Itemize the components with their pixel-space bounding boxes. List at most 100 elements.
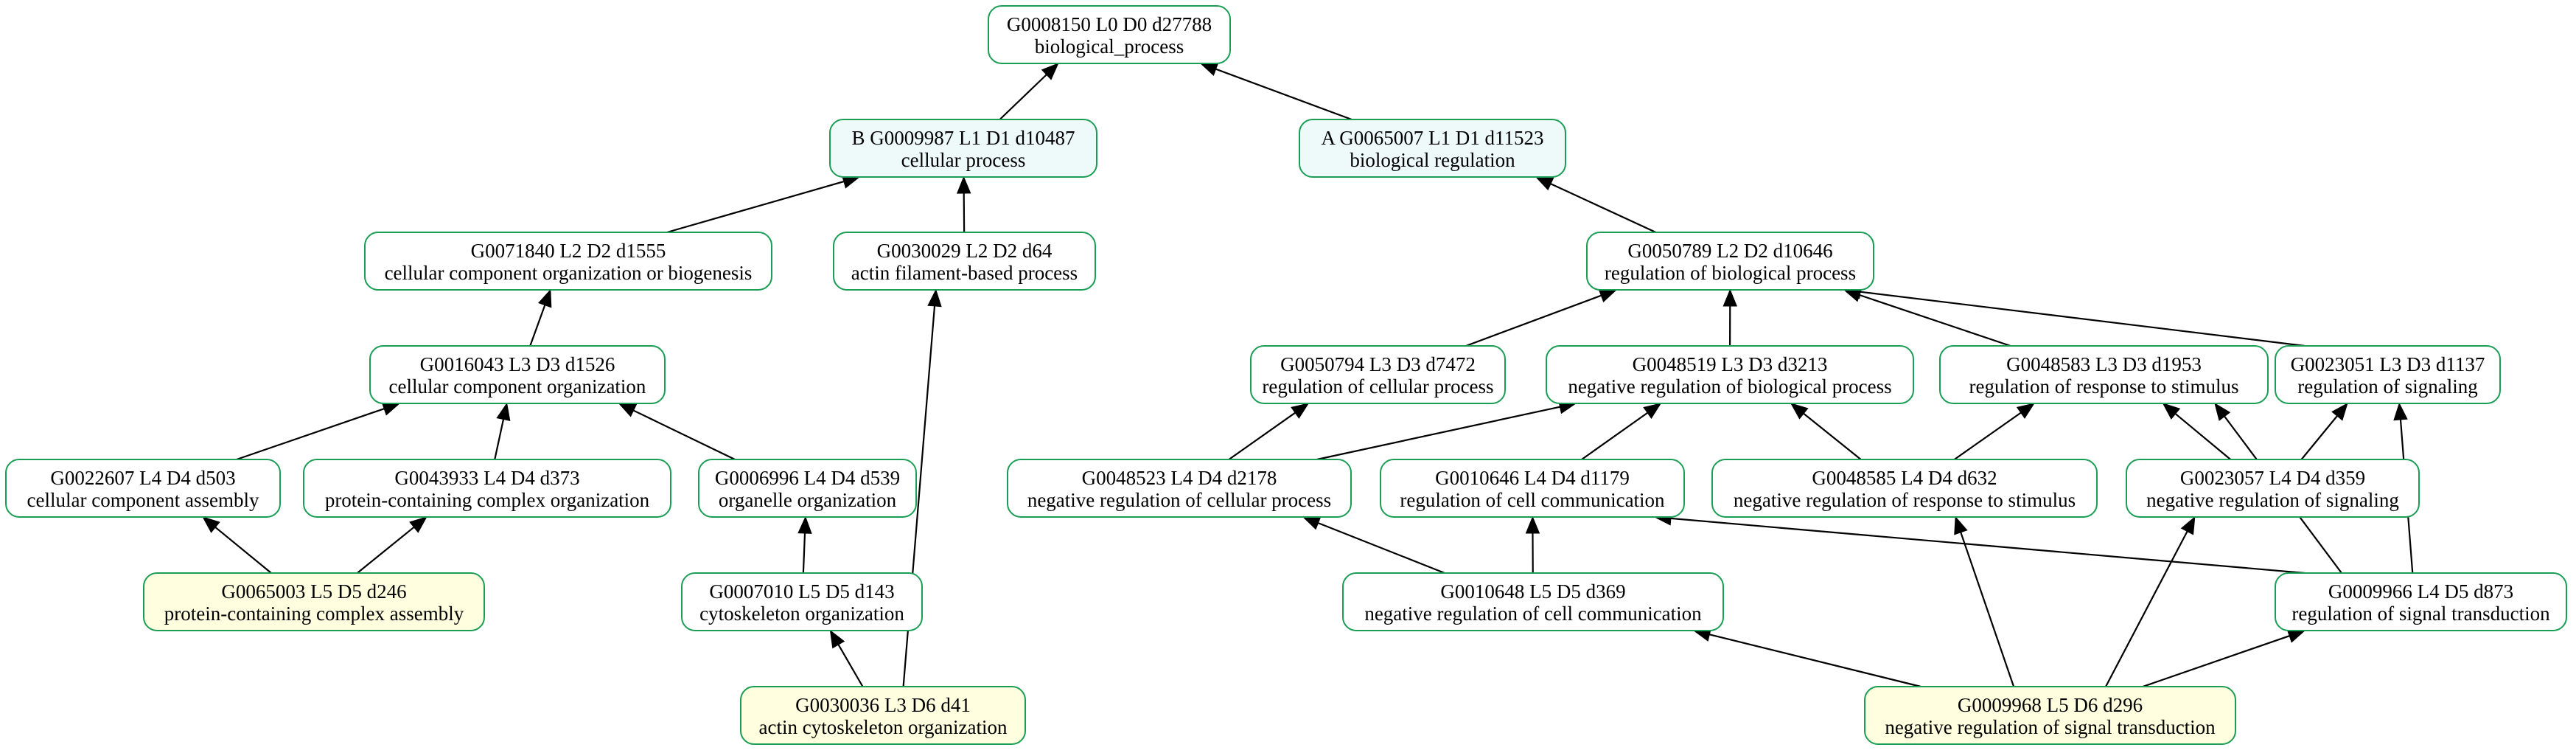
- node-name-label: cytoskeleton organization: [699, 603, 904, 625]
- node-name-label: regulation of signal transduction: [2291, 603, 2550, 625]
- node-id-label: G0043933 L4 D4 d373: [394, 467, 579, 489]
- graph-edge: [1953, 403, 2035, 460]
- edge-line: [1960, 532, 2015, 687]
- graph-edge: [1653, 511, 2306, 575]
- edge-arrowhead: [2016, 403, 2035, 419]
- edge-line: [1465, 294, 1602, 347]
- edge-line: [1215, 68, 1352, 121]
- edge-arrowhead: [1291, 403, 1310, 419]
- node-name-label: regulation of cell communication: [1400, 489, 1665, 511]
- edge-arrowhead: [618, 403, 638, 417]
- edge-arrowhead: [927, 288, 942, 308]
- node-box: [1342, 572, 1724, 631]
- node-box: [829, 119, 1097, 178]
- node-box: [1939, 345, 2269, 404]
- graph-edge: [1790, 403, 1862, 460]
- edge-arrowhead: [381, 402, 401, 416]
- edge-arrowhead: [2393, 402, 2408, 421]
- node-id-label: G0009966 L4 D5 d873: [2328, 580, 2513, 603]
- graph-edge: [1199, 62, 1352, 121]
- node-id-label: G0048583 L3 D3 d1953: [2006, 353, 2202, 375]
- edge-line: [2174, 413, 2231, 460]
- graph-edge: [2142, 629, 2306, 688]
- edge-line: [214, 527, 272, 574]
- node-id-label: G0048523 L4 D4 d2178: [1082, 467, 1277, 489]
- node-name-label: actin filament-based process: [851, 262, 1078, 284]
- edge-arrowhead: [2286, 629, 2306, 643]
- graph-edge: [1535, 176, 1656, 233]
- node-name-label: negative regulation of cell communicatio…: [1364, 603, 1702, 625]
- node-name-label: cellular component assembly: [27, 489, 259, 511]
- node-box: [698, 459, 917, 518]
- edge-line: [802, 532, 806, 574]
- edge-arrowhead: [1954, 516, 1968, 535]
- edge-line: [666, 181, 845, 234]
- node-box: [988, 5, 1231, 64]
- node-box: [1380, 459, 1685, 518]
- edge-arrowhead: [1790, 403, 1809, 420]
- graph-edge: [999, 63, 1059, 120]
- node-id-label: G0050794 L3 D3 d7472: [1280, 353, 1476, 375]
- node-name-label: protein-containing complex organization: [325, 489, 650, 511]
- node-id-label: G0007010 L5 D5 d143: [709, 580, 894, 603]
- node-box: [369, 345, 666, 404]
- node-box: [740, 686, 1026, 745]
- graph-edge: [1465, 288, 1618, 347]
- graph-edge: [1525, 516, 1540, 574]
- node-id-label: G0016043 L3 D3 d1526: [420, 353, 615, 375]
- node-name-label: negative regulation of biological proces…: [1568, 375, 1891, 398]
- graph-edge: [2162, 403, 2231, 460]
- node-name-label: regulation of signaling: [2297, 375, 2477, 398]
- node-box: [1586, 232, 1874, 291]
- edge-line: [2300, 415, 2338, 460]
- node-id-label: G0010648 L5 D5 d369: [1440, 580, 1625, 603]
- edge-arrowhead: [1041, 63, 1059, 80]
- nodes-layer: G0008150 L0 D0 d27788biological_processB…: [5, 5, 2567, 745]
- graph-edge: [1302, 516, 1445, 575]
- node-id-label: G0023057 L4 D4 d359: [2180, 467, 2365, 489]
- graph-edge: [1954, 516, 2015, 687]
- node-name-label: regulation of response to stimulus: [1969, 375, 2239, 398]
- node-id-label: G0009968 L5 D6 d296: [1958, 694, 2143, 716]
- node-name-label: negative regulation of response to stimu…: [1734, 489, 2076, 511]
- edge-arrowhead: [1722, 288, 1738, 307]
- node-name-label: organelle organization: [719, 489, 897, 511]
- node-name-label: protein-containing complex assembly: [164, 603, 464, 625]
- edge-arrowhead: [538, 288, 552, 308]
- node-box: [1864, 686, 2236, 745]
- node-name-label: actin cytoskeleton organization: [759, 716, 1008, 738]
- edge-line: [837, 644, 864, 687]
- node-id-label: G0030036 L3 D6 d41: [795, 694, 971, 716]
- edge-arrowhead: [2331, 402, 2348, 421]
- node-name-label: regulation of cellular process: [1262, 375, 1493, 398]
- node-box: [2126, 459, 2420, 518]
- node-name-label: negative regulation of signaling: [2146, 489, 2399, 511]
- edge-arrowhead: [1199, 62, 1219, 76]
- graph-edge: [1843, 285, 2306, 347]
- node-box: [143, 572, 485, 631]
- node-box: [1299, 119, 1566, 178]
- node-id-label: G0023051 L3 D3 d1137: [2291, 353, 2485, 375]
- edge-line: [2105, 530, 2188, 687]
- node-name-label: cellular process: [901, 149, 1026, 171]
- node-id-label: G0050789 L2 D2 d10646: [1627, 240, 1832, 262]
- node-name-label: biological regulation: [1350, 149, 1515, 171]
- edge-arrowhead: [797, 516, 812, 534]
- graph-edge: [1692, 627, 1921, 688]
- edge-arrowhead: [2162, 403, 2181, 420]
- edge-arrowhead: [409, 516, 427, 533]
- edge-arrowhead: [202, 516, 220, 533]
- edge-line: [2142, 635, 2290, 688]
